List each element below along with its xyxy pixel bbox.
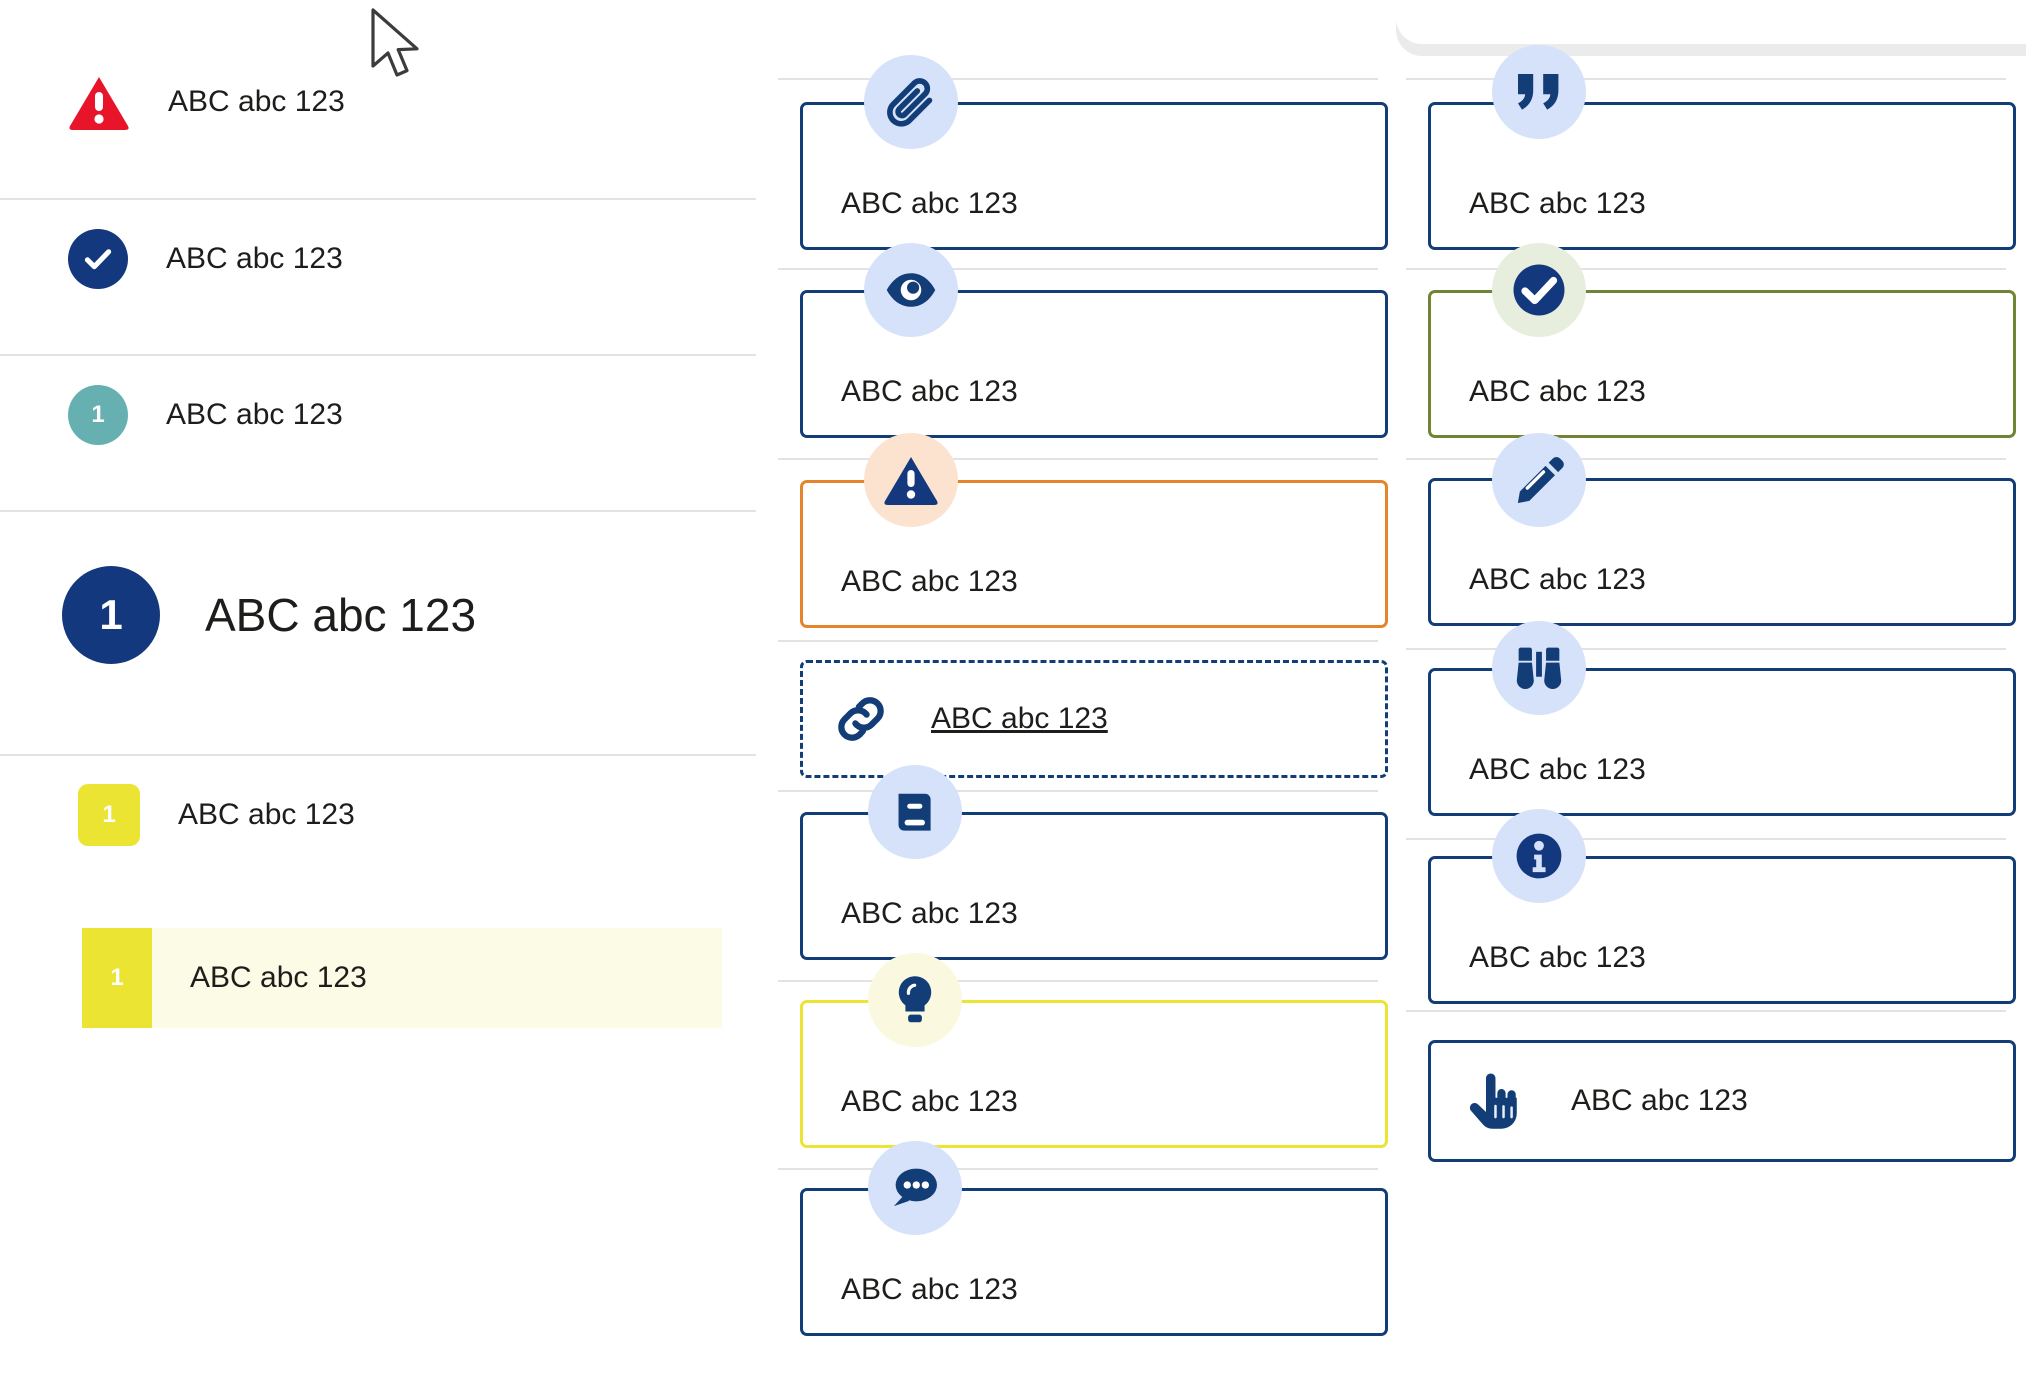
top-right-notch-inner — [1396, 0, 2026, 44]
edit-card[interactable]: ABC abc 123 — [1428, 478, 2016, 626]
book-icon — [868, 765, 962, 859]
column-rule — [1406, 1010, 2006, 1012]
number-badge-bar: 1 — [82, 928, 152, 1028]
number-badge-square: 1 — [78, 784, 140, 846]
paperclip-icon — [864, 55, 958, 149]
lightbulb-icon — [868, 953, 962, 1047]
eye-icon — [864, 243, 958, 337]
left-list-panel: ABC abc 123 ABC abc 123 1 ABC abc 123 1 … — [0, 0, 756, 1392]
number-badge: 1 — [68, 385, 128, 445]
card-label: ABC abc 123 — [841, 897, 1018, 930]
badge-value: 1 — [102, 801, 116, 828]
card-label: ABC abc 123 — [931, 702, 1108, 735]
pencil-icon — [1492, 433, 1586, 527]
list-item-success[interactable]: ABC abc 123 — [0, 198, 756, 318]
column-rule — [1406, 78, 2006, 80]
number-badge-large: 1 — [62, 566, 160, 664]
card-label: ABC abc 123 — [1469, 375, 1646, 408]
list-item-selected[interactable]: 1 ABC abc 123 — [82, 928, 722, 1028]
circle-check-icon — [1492, 243, 1586, 337]
card-label: ABC abc 123 — [1469, 563, 1646, 596]
card-label: ABC abc 123 — [1469, 753, 1646, 786]
column-rule — [778, 640, 1378, 642]
list-item-label: ABC abc 123 — [166, 242, 343, 275]
column-rule — [778, 980, 1378, 982]
card-label: ABC abc 123 — [841, 1085, 1018, 1118]
card-label: ABC abc 123 — [1571, 1084, 1748, 1117]
list-item-label: ABC abc 123 — [166, 398, 343, 431]
card-label: ABC abc 123 — [1469, 187, 1646, 220]
column-rule — [778, 78, 1378, 80]
card-label: ABC abc 123 — [841, 187, 1018, 220]
chat-bubble-icon — [868, 1141, 962, 1235]
column-rule — [778, 790, 1378, 792]
list-item-label: ABC abc 123 — [168, 85, 345, 118]
link-chain-icon — [833, 691, 889, 747]
list-item-label: ABC abc 123 — [178, 798, 355, 831]
column-rule — [1406, 648, 2006, 650]
quote-icon — [1492, 45, 1586, 139]
list-item-large-number[interactable]: 1 ABC abc 123 — [0, 510, 756, 718]
card-label: ABC abc 123 — [841, 1273, 1018, 1306]
mouse-pointer-icon — [371, 8, 419, 77]
list-item-label: ABC abc 123 — [190, 961, 367, 994]
list-item-alert[interactable]: ABC abc 123 — [0, 42, 756, 162]
card-label: ABC abc 123 — [841, 375, 1018, 408]
card-label: ABC abc 123 — [841, 565, 1018, 598]
warning-triangle-icon — [864, 433, 958, 527]
list-item-yellow-number[interactable]: 1 ABC abc 123 — [0, 754, 756, 874]
warning-triangle-icon — [68, 74, 130, 130]
binoculars-icon — [1492, 621, 1586, 715]
column-rule — [1406, 268, 2006, 270]
column-rule — [778, 268, 1378, 270]
column-rule — [1406, 458, 2006, 460]
pointing-hand-icon — [1465, 1070, 1521, 1132]
info-circle-icon — [1492, 809, 1586, 903]
column-rule — [778, 458, 1378, 460]
tip-card[interactable]: ABC abc 123 — [800, 1000, 1388, 1148]
link-card[interactable]: ABC abc 123 — [800, 660, 1388, 778]
list-item-teal-number[interactable]: 1 ABC abc 123 — [0, 354, 756, 474]
action-card[interactable]: ABC abc 123 — [1428, 1040, 2016, 1162]
badge-value: 1 — [91, 401, 105, 428]
badge-value: 1 — [99, 591, 123, 638]
column-rule — [1406, 838, 2006, 840]
column-rule — [778, 1168, 1378, 1170]
badge-value: 1 — [110, 964, 124, 991]
card-label: ABC abc 123 — [1469, 941, 1646, 974]
circle-check-icon — [68, 229, 128, 289]
list-item-label: ABC abc 123 — [205, 589, 477, 641]
